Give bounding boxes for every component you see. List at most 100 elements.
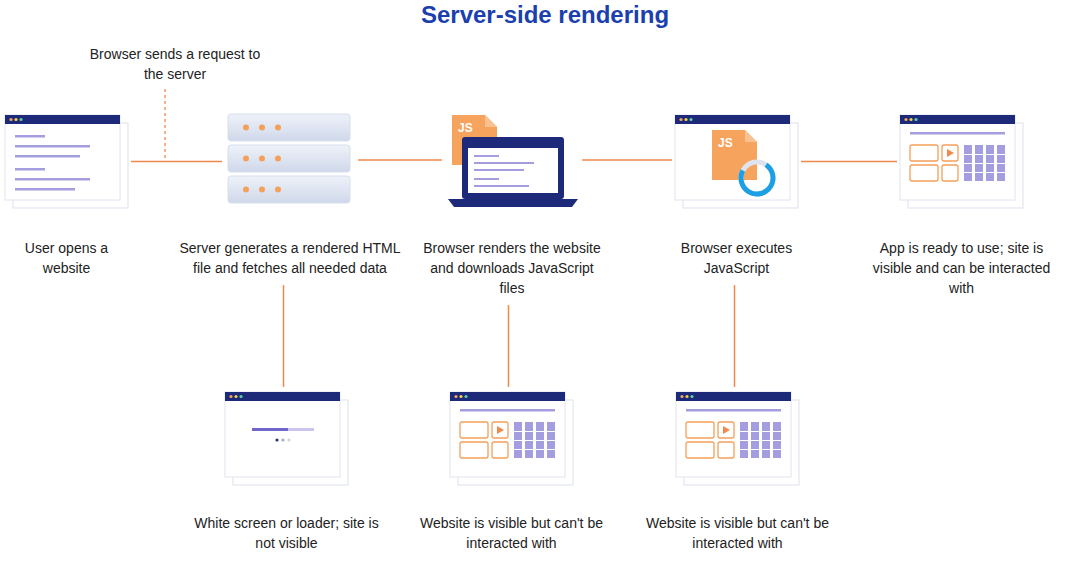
bar-divider xyxy=(740,449,748,450)
window-bar xyxy=(900,115,1015,124)
bar-divider xyxy=(762,431,770,432)
window-dot xyxy=(14,118,17,121)
bar-divider xyxy=(536,431,544,432)
bar-divider xyxy=(773,440,781,441)
bar-divider xyxy=(997,163,1005,164)
content-box xyxy=(910,145,938,161)
window-dot xyxy=(239,395,242,398)
window-dot xyxy=(909,118,912,121)
step-caption: Website is visible but can't be interact… xyxy=(417,513,607,553)
content-bar xyxy=(525,422,533,458)
content-box xyxy=(460,422,488,438)
window-dot xyxy=(679,118,682,121)
flow-connector xyxy=(131,161,222,163)
content-box xyxy=(686,442,714,458)
window-dot xyxy=(914,118,917,121)
step-caption: White screen or loader; site is not visi… xyxy=(194,513,379,553)
window-bar xyxy=(225,392,340,401)
bar-divider xyxy=(986,172,994,173)
flow-connector xyxy=(801,161,897,163)
content-line xyxy=(15,188,75,191)
flow-connector xyxy=(358,159,442,161)
bar-divider xyxy=(547,431,555,432)
step-caption: Browser executes JavaScript xyxy=(657,238,817,278)
bar-divider xyxy=(740,440,748,441)
server-light xyxy=(259,156,265,162)
bar-divider xyxy=(762,440,770,441)
bar-divider xyxy=(547,440,555,441)
server-light xyxy=(275,156,281,162)
content-line xyxy=(460,409,555,412)
bar-divider xyxy=(740,431,748,432)
content-box xyxy=(718,442,734,458)
bar-divider xyxy=(986,154,994,155)
window-dot xyxy=(454,395,457,398)
bar-divider xyxy=(547,449,555,450)
file-fold xyxy=(485,115,497,127)
content-bar xyxy=(997,145,1005,181)
window-bar xyxy=(676,392,791,401)
server-light xyxy=(243,156,249,162)
content-box xyxy=(942,165,958,181)
window-bar xyxy=(675,115,790,124)
loader-dot xyxy=(287,438,290,441)
flow-connector xyxy=(283,285,285,387)
process-step: Website is visible but can't be interact… xyxy=(676,392,799,485)
window-frame xyxy=(450,392,565,477)
bar-divider xyxy=(751,449,759,450)
laptop-screen xyxy=(462,137,564,199)
play-box xyxy=(718,422,734,438)
content-line xyxy=(474,155,499,157)
server-unit xyxy=(228,145,350,172)
window-dot xyxy=(690,395,693,398)
window-frame xyxy=(225,392,340,477)
bar-divider xyxy=(525,449,533,450)
bar-divider xyxy=(975,163,983,164)
process-step: Website is visible but can't be interact… xyxy=(450,392,573,485)
window-bar xyxy=(450,392,565,401)
content-line xyxy=(474,162,534,164)
window-dot xyxy=(19,118,22,121)
bar-divider xyxy=(751,431,759,432)
content-line xyxy=(15,145,90,148)
window-dot xyxy=(904,118,907,121)
window-bar xyxy=(5,115,120,124)
content-line xyxy=(474,169,524,171)
flow-connector xyxy=(582,159,672,161)
window-dot xyxy=(229,395,232,398)
callout-text: Browser sends a request to the server xyxy=(85,44,265,84)
loader-dot xyxy=(275,438,278,441)
process-step: White screen or loader; site is not visi… xyxy=(225,392,348,485)
loader-track xyxy=(252,428,314,431)
bar-divider xyxy=(964,172,972,173)
window-dot xyxy=(459,395,462,398)
process-step: Server generates a rendered HTML file an… xyxy=(225,112,355,208)
step-caption: Browser renders the website and download… xyxy=(417,238,607,298)
content-bar xyxy=(740,422,748,458)
content-line xyxy=(15,178,90,181)
content-line xyxy=(686,409,781,412)
bar-divider xyxy=(997,172,1005,173)
content-bar xyxy=(547,422,555,458)
bar-divider xyxy=(773,431,781,432)
content-bar xyxy=(514,422,522,458)
window-frame xyxy=(675,115,790,200)
window-frame xyxy=(676,392,791,477)
play-box xyxy=(492,422,508,438)
step-caption: Website is visible but can't be interact… xyxy=(643,513,833,553)
bar-divider xyxy=(773,449,781,450)
flow-connector xyxy=(734,285,736,387)
bar-divider xyxy=(975,154,983,155)
content-box xyxy=(492,442,508,458)
progress-ring xyxy=(738,163,775,197)
step-caption: User opens a website xyxy=(7,238,127,278)
content-bar xyxy=(986,145,994,181)
step-caption: Server generates a rendered HTML file an… xyxy=(170,238,410,278)
window-dot xyxy=(9,118,12,121)
bar-divider xyxy=(751,440,759,441)
bar-divider xyxy=(964,154,972,155)
step-caption: App is ready to use; site is visible and… xyxy=(859,238,1064,298)
content-line xyxy=(474,178,499,180)
